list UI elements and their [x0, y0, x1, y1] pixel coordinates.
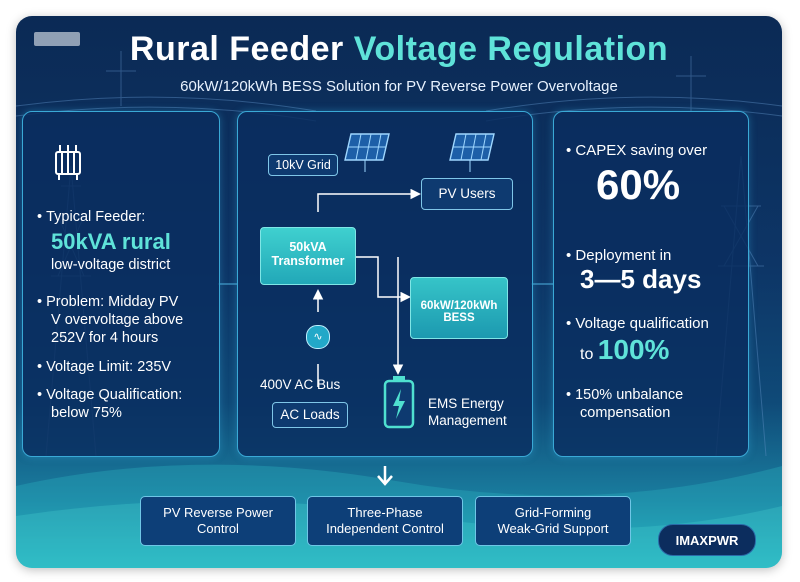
- solar-panel-icon: [344, 133, 390, 172]
- feature-pv-reverse-power: PV Reverse Power Control: [140, 496, 296, 546]
- bess-label-1: 60kW/120kWh: [420, 300, 498, 312]
- ac-bus-node-icon: ∿: [306, 325, 330, 349]
- bess-box: 60kW/120kWh BESS: [410, 277, 508, 339]
- ac-loads-box: AC Loads: [272, 402, 348, 428]
- system-diagram-panel: 10kV Grid PV Users 50kVA Transformer 60k…: [237, 111, 533, 457]
- feeder-desc: low-voltage district: [51, 257, 171, 273]
- capex-label: • CAPEX saving over: [566, 142, 708, 159]
- ac-bus-label: 400V AC Bus: [260, 377, 341, 392]
- feature-three-phase: Three-Phase Independent Control: [307, 496, 463, 546]
- page-title: Rural Feeder Voltage Regulation: [16, 30, 782, 69]
- deploy-label: • Deployment in: [566, 247, 672, 264]
- solar-panel-icon: [449, 133, 495, 172]
- qualification-line-2: below 75%: [51, 405, 122, 421]
- feeder-label: • Typical Feeder:: [37, 209, 146, 225]
- pv-users-box: PV Users: [421, 178, 513, 210]
- battery-icon: [383, 376, 415, 429]
- infographic-frame: Rural Feeder Voltage Regulation 60kW/120…: [16, 16, 782, 568]
- transformer-icon: [55, 145, 81, 180]
- capex-value: 60%: [596, 161, 681, 208]
- transformer-label-1: 50kVA: [289, 240, 327, 254]
- diagram-connectors: [312, 188, 421, 387]
- feeder-value: 50kVA rural: [51, 229, 171, 254]
- unbalance-line-1: • 150% unbalance: [566, 387, 684, 403]
- vq-label: • Voltage qualification: [566, 315, 709, 332]
- problem-line-3: 252V for 4 hours: [51, 330, 159, 346]
- transformer-label-2: Transformer: [271, 254, 345, 268]
- ems-label-1: EMS Energy: [428, 396, 504, 411]
- problem-line-2: V overvoltage above: [51, 312, 184, 328]
- page-subtitle: 60kW/120kWh BESS Solution for PV Reverse…: [180, 78, 618, 95]
- problem-line-1: • Problem: Midday PV: [37, 294, 179, 310]
- transformer-box: 50kVA Transformer: [260, 227, 356, 285]
- title-main: Rural Feeder: [129, 30, 344, 68]
- voltage-limit: • Voltage Limit: 235V: [37, 359, 172, 375]
- bess-label-2: BESS: [443, 312, 475, 324]
- feeder-info-panel: • Typical Feeder: 50kVA rural low-voltag…: [22, 111, 220, 457]
- vq-value: 100%: [597, 334, 670, 365]
- vq-value-line: to 100%: [580, 334, 669, 371]
- grid-box: 10kV Grid: [268, 154, 338, 176]
- vq-prefix: to: [580, 346, 594, 363]
- brand-logo: IMAXPWR: [658, 524, 756, 556]
- watermark: [34, 32, 80, 46]
- ems-label-2: Management: [428, 413, 507, 428]
- title-accent: Voltage Regulation: [353, 30, 669, 68]
- results-panel: • CAPEX saving over 60% • Deployment in …: [553, 111, 749, 457]
- qualification-line-1: • Voltage Qualification:: [37, 387, 183, 403]
- feature-grid-forming: Grid-Forming Weak-Grid Support: [475, 496, 631, 546]
- unbalance-line-2: compensation: [580, 405, 671, 421]
- deploy-value: 3—5 days: [580, 264, 702, 294]
- arrow-down-icon: [377, 466, 393, 486]
